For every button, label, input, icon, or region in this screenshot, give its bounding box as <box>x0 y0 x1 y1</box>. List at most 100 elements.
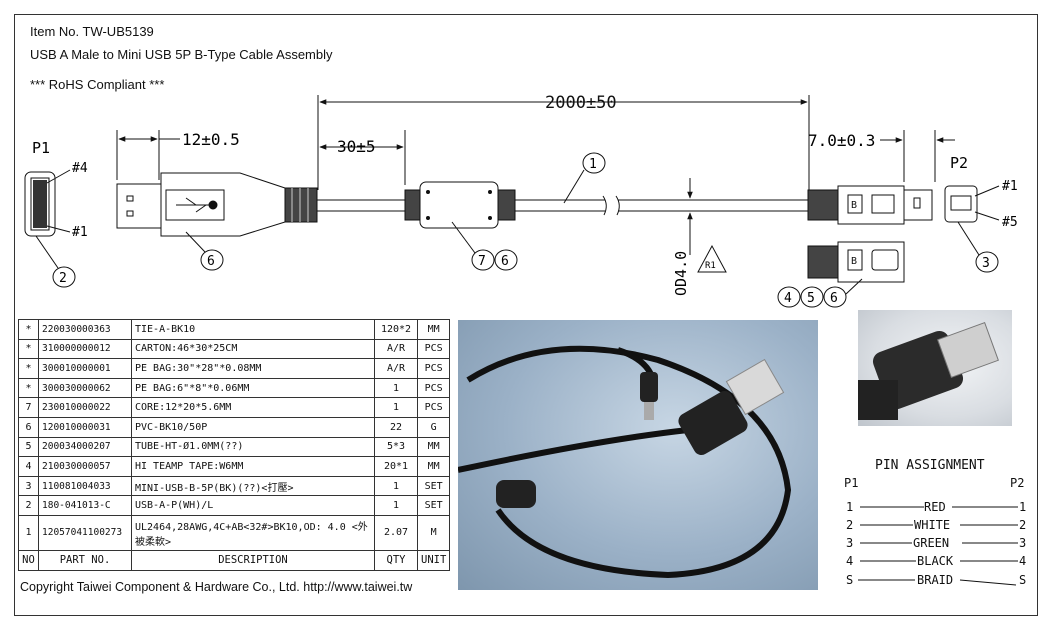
bom-cell: 7 <box>18 397 39 418</box>
bom-cell: MM <box>416 456 451 477</box>
dim-mini-length-label: 7.0±0.3 <box>808 131 875 150</box>
svg-text:B: B <box>851 200 857 211</box>
bom-header-cell: PART NO. <box>38 549 132 571</box>
bom-cell: 3 <box>18 475 39 497</box>
bom-cell: 5*3 <box>374 436 418 458</box>
balloon-4: 4 <box>784 291 792 306</box>
balloon-5: 5 <box>807 291 815 306</box>
bom-cell: UL2464,28AWG,4C+AB<32#>BK10,OD: 4.0 <外被柔… <box>131 514 375 551</box>
pin-p2-value: 3 <box>1019 536 1027 550</box>
svg-text:R1: R1 <box>705 261 716 271</box>
pin-p2-value: 1 <box>1019 500 1027 514</box>
bom-cell: A/R <box>374 358 418 379</box>
balloon-mini <box>957 221 999 273</box>
bom-header-cell: QTY <box>374 549 418 571</box>
p1-label: P1 <box>32 139 50 157</box>
p1-pin1-label: #1 <box>72 225 88 240</box>
bom-cell: 180-041013-C <box>38 495 132 516</box>
pin-color-value: BLACK <box>917 554 954 568</box>
item-number: Item No. TW-UB5139 <box>30 24 154 39</box>
pin-p1-value: 3 <box>846 536 854 550</box>
bom-cell: PCS <box>416 358 451 379</box>
bom-cell: USB-A-P(WH)/L <box>131 495 375 516</box>
bom-cell: HI TEAMP TAPE:W6MM <box>131 456 375 477</box>
dim-usb-a-length <box>116 130 180 180</box>
pin-p1-header: P1 <box>844 476 859 490</box>
bom-cell: SET <box>416 495 451 516</box>
pin-p1-value: 1 <box>846 500 854 514</box>
bom-cell: 300030000062 <box>38 377 132 399</box>
cable <box>317 195 808 216</box>
bom-cell: TUBE-HT-Ø1.0MM(??) <box>131 436 375 458</box>
balloon-2: 2 <box>59 271 67 286</box>
pin-color-value: RED <box>924 500 946 514</box>
pin-p1-value: 2 <box>846 518 854 532</box>
balloon-1: 1 <box>589 157 597 172</box>
bom-cell: PCS <box>416 377 451 399</box>
mini-usb-closeup-photo <box>858 310 1012 426</box>
pin-p2-value: 4 <box>1019 554 1027 568</box>
mini-usb-plug: B <box>807 185 933 225</box>
bom-cell: * <box>18 358 39 379</box>
bom-cell: 1 <box>374 495 418 516</box>
bom-cell: A/R <box>374 338 418 360</box>
bom-cell: CARTON:46*30*25CM <box>131 338 375 360</box>
bom-cell: 1 <box>374 397 418 418</box>
bom-cell: PE BAG:6"*8"*0.06MM <box>131 377 375 399</box>
balloon-6b: 7 <box>478 254 486 269</box>
pin-lines <box>858 506 1018 586</box>
drawing-title: USB A Male to Mini USB 5P B-Type Cable A… <box>30 47 333 62</box>
bom-header-cell: NO <box>18 549 39 571</box>
svg-text:B: B <box>851 256 857 267</box>
bom-cell: M <box>416 514 451 551</box>
pin-assignment-title: PIN ASSIGNMENT <box>875 458 985 473</box>
bend-radius-symbol: R1 <box>697 244 727 273</box>
pin-p1-value: S <box>846 573 854 587</box>
bom-cell: * <box>18 338 39 360</box>
balloon-7: 6 <box>501 254 509 269</box>
pin-color-value: GREEN <box>913 536 950 550</box>
dim-usb-a-length-label: 12±0.5 <box>182 130 240 149</box>
pin-p2-header: P2 <box>1010 476 1025 490</box>
bom-cell: 120010000031 <box>38 416 132 438</box>
bom-cell: PCS <box>416 397 451 418</box>
bom-cell: MINI-USB-B-5P(BK)(??)<打壓> <box>131 475 375 497</box>
rohs-note: *** RoHS Compliant *** <box>30 77 165 92</box>
bom-cell: 300010000001 <box>38 358 132 379</box>
bom-header-cell: DESCRIPTION <box>131 549 375 571</box>
bom-cell: 5 <box>18 436 39 458</box>
p1-pin4-label: #4 <box>72 161 88 176</box>
ferrite-core <box>404 181 516 229</box>
p2-pin1-label: #1 <box>1002 179 1018 194</box>
dim-mini-length <box>880 130 955 182</box>
bom-cell: 200034000207 <box>38 436 132 458</box>
p2-pin5-label: #5 <box>1002 215 1018 230</box>
bom-cell: * <box>18 377 39 399</box>
bom-cell: 22 <box>374 416 418 438</box>
balloon-cable <box>563 152 606 204</box>
bom-cell: PCS <box>416 338 451 360</box>
bom-cell: 110081004033 <box>38 475 132 497</box>
balloon-6a: 6 <box>207 254 215 269</box>
balloon-6c: 6 <box>830 291 838 306</box>
pin-color-value: WHITE <box>914 518 951 532</box>
bom-cell: TIE-A-BK10 <box>131 319 375 340</box>
p2-label: P2 <box>950 154 968 172</box>
mini-usb-plug-top: B <box>807 241 905 283</box>
product-photo <box>458 320 818 590</box>
pin-p1-value: 4 <box>846 554 854 568</box>
bom-cell: 210030000057 <box>38 456 132 477</box>
bom-cell: 20*1 <box>374 456 418 477</box>
copyright-footer: Copyright Taiwei Component & Hardware Co… <box>20 580 413 594</box>
